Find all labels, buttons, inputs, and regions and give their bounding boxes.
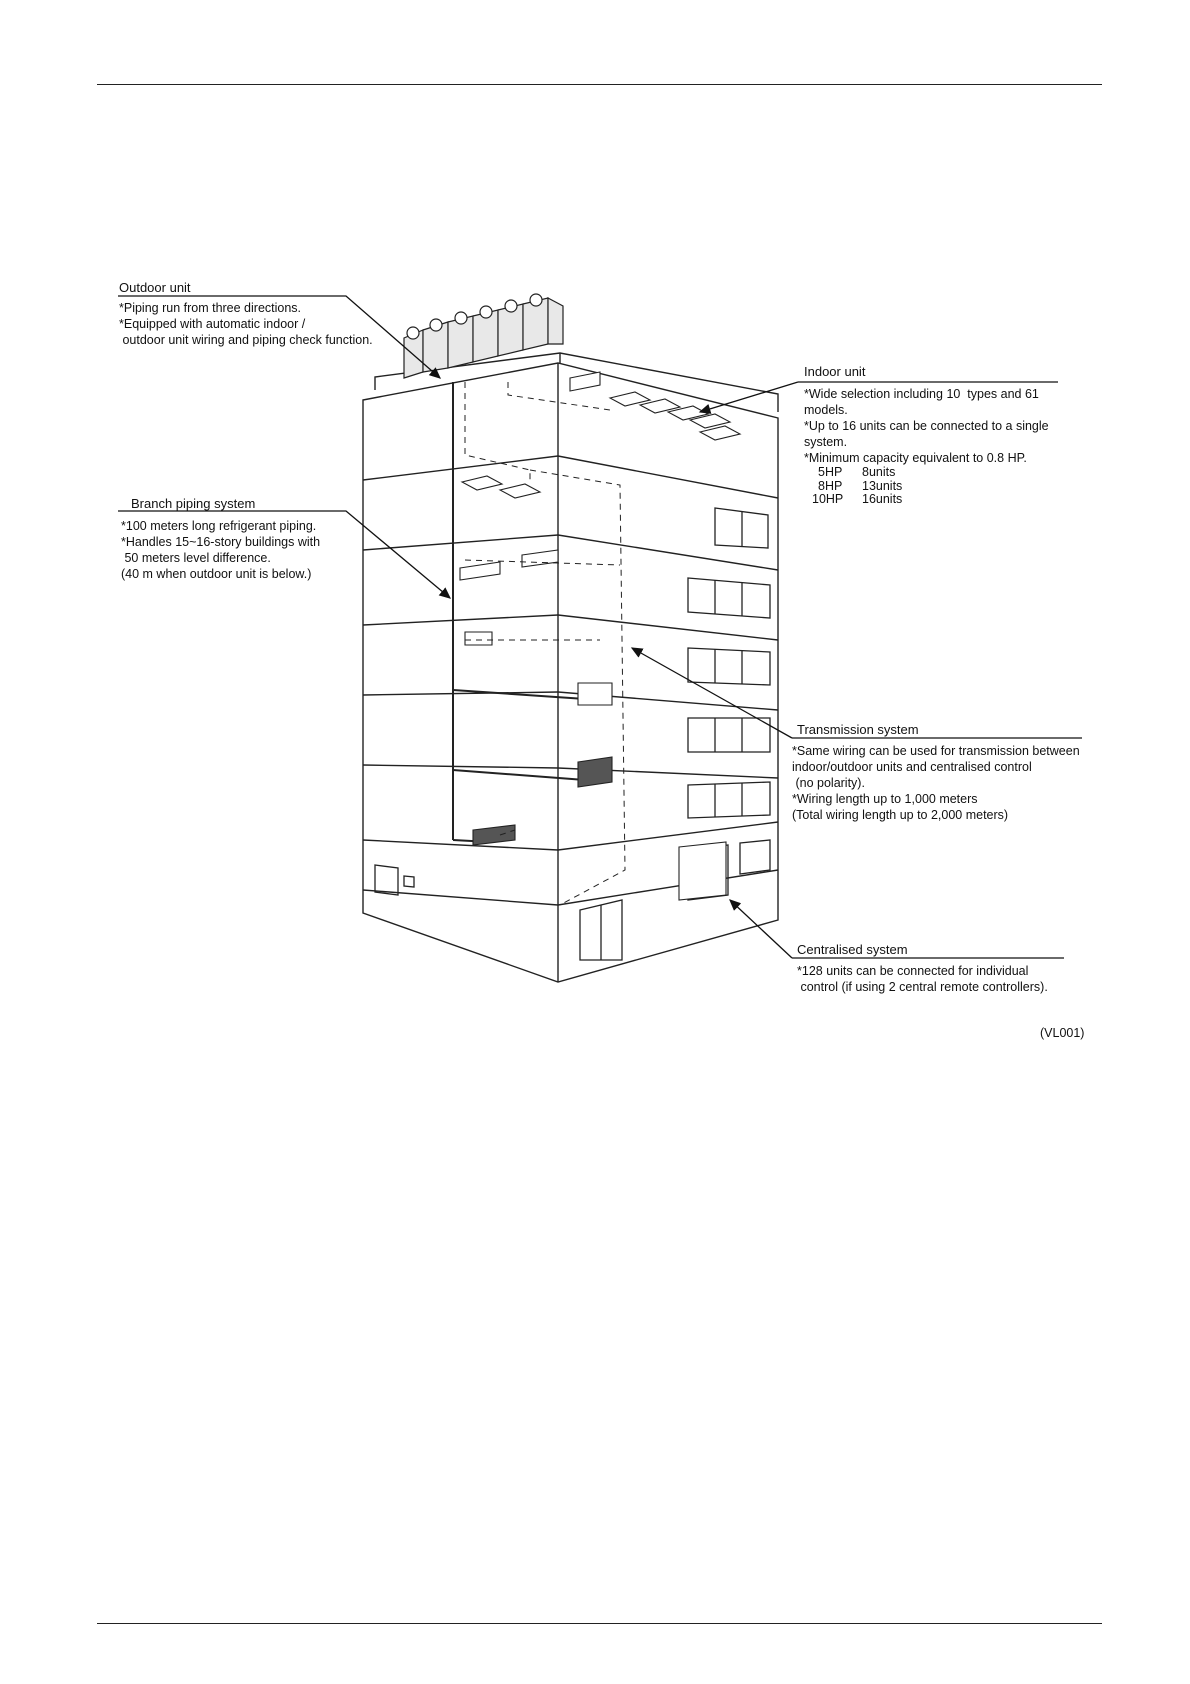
indoor-unit-callout: Indoor unit *Wide selection including 10… xyxy=(804,364,1049,507)
branch-piping-callout: Branch piping system xyxy=(131,496,255,514)
outdoor-units xyxy=(404,294,563,378)
indoor-unit-line: models. xyxy=(804,402,1049,418)
indoor-unit-line: system. xyxy=(804,434,1049,450)
capacity-hp: 8HP xyxy=(818,480,862,494)
centralised-callout: Centralised system *128 units can be con… xyxy=(797,942,1048,995)
outdoor-unit-callout: Outdoor unit *Piping run from three dire… xyxy=(119,280,373,348)
transmission-line: indoor/outdoor units and centralised con… xyxy=(792,759,1080,775)
outdoor-unit-line: *Piping run from three directions. xyxy=(119,300,373,316)
capacity-units: 16units xyxy=(862,493,902,507)
branch-piping-line: 50 meters level difference. xyxy=(121,550,320,566)
outdoor-unit-line: outdoor unit wiring and piping check fun… xyxy=(119,332,373,348)
capacity-hp: 10HP xyxy=(812,493,862,507)
transmission-line: *Same wiring can be used for transmissio… xyxy=(792,743,1080,759)
transmission-line: (no polarity). xyxy=(792,775,1080,791)
centralised-line: *128 units can be connected for individu… xyxy=(797,963,1048,979)
indoor-unit-line: *Up to 16 units can be connected to a si… xyxy=(804,418,1049,434)
transmission-title: Transmission system xyxy=(797,722,1080,740)
transmission-line: (Total wiring length up to 2,000 meters) xyxy=(792,807,1080,823)
branch-piping-title: Branch piping system xyxy=(131,496,255,514)
capacity-hp: 5HP xyxy=(818,466,862,480)
figure-id: (VL001) xyxy=(1040,1026,1084,1040)
capacity-units: 8units xyxy=(862,466,895,480)
capacity-units: 13units xyxy=(862,480,902,494)
branch-piping-line: *100 meters long refrigerant piping. xyxy=(121,518,320,534)
centralised-line: control (if using 2 central remote contr… xyxy=(797,979,1048,995)
indoor-unit-line: *Wide selection including 10 types and 6… xyxy=(804,386,1049,402)
outdoor-unit-title: Outdoor unit xyxy=(119,280,373,298)
indoor-unit-title: Indoor unit xyxy=(804,364,1049,382)
branch-piping-line: (40 m when outdoor unit is below.) xyxy=(121,566,320,582)
transmission-line: *Wiring length up to 1,000 meters xyxy=(792,791,1080,807)
branch-piping-line: *Handles 15~16-story buildings with xyxy=(121,534,320,550)
branch-piping-details: *100 meters long refrigerant piping. *Ha… xyxy=(121,518,320,582)
centralised-title: Centralised system xyxy=(797,942,1048,960)
outdoor-unit-line: *Equipped with automatic indoor / xyxy=(119,316,373,332)
indoor-unit-line: *Minimum capacity equivalent to 0.8 HP. xyxy=(804,450,1049,466)
transmission-callout: Transmission system *Same wiring can be … xyxy=(797,722,1080,823)
